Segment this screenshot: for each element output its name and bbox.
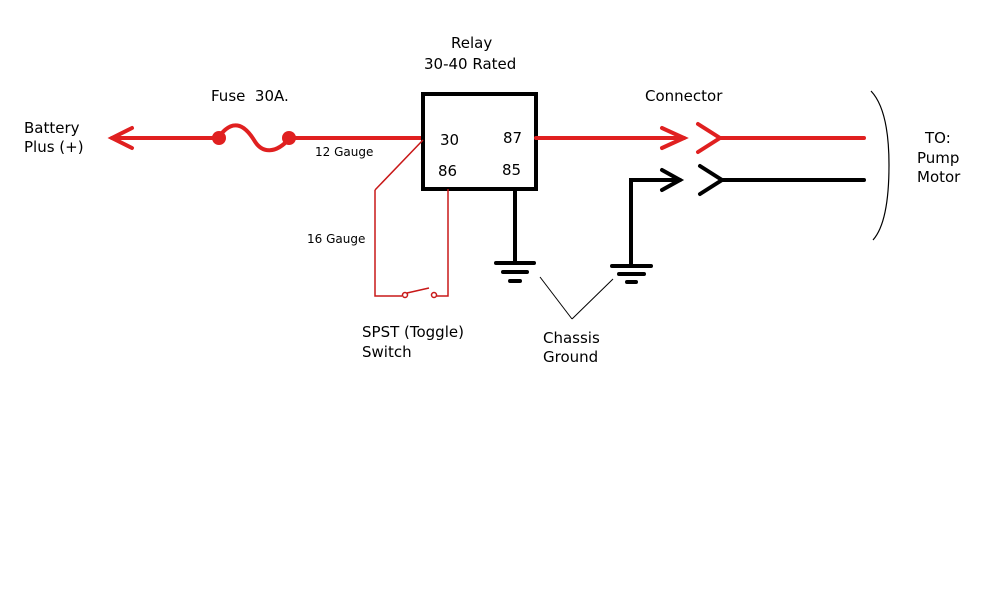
relay-pin-87: 87 — [503, 129, 522, 147]
battery-label-line2: Plus (+) — [24, 138, 84, 156]
ground-label-line2: Ground — [543, 348, 598, 366]
relay-box — [421, 92, 538, 191]
switch-label-line2: Switch — [362, 343, 412, 361]
gauge-16-label: 16 Gauge — [307, 232, 365, 246]
pump-motor-label-line3: Motor — [917, 168, 961, 186]
gauge-12-label: 12 Gauge — [315, 145, 373, 159]
ground-symbol-right — [610, 264, 653, 284]
ground-label-line1: Chassis — [543, 329, 600, 347]
relay-pin-86: 86 — [438, 162, 457, 180]
fuse-label: Fuse 30A. — [211, 87, 289, 105]
pump-motor-bracket — [870, 90, 890, 241]
motor-ground-wire — [629, 164, 866, 268]
fuse-symbol — [212, 123, 296, 153]
relay-pin-85: 85 — [502, 161, 521, 179]
battery-label-line1: Battery — [24, 119, 80, 137]
pump-motor-label-line1: TO: — [924, 129, 951, 147]
switch-circuit — [374, 139, 449, 299]
battery-wire — [107, 126, 425, 150]
pump-motor-label-line2: Pump — [917, 149, 959, 167]
ground-pointer-lines — [539, 276, 614, 320]
output-wire — [534, 122, 866, 154]
ground-symbol-left — [494, 261, 536, 283]
connector-label: Connector — [645, 87, 723, 105]
relay-label-line1: Relay — [451, 34, 492, 52]
relay-label-line2: 30-40 Rated — [424, 55, 516, 73]
switch-label-line1: SPST (Toggle) — [362, 323, 464, 341]
relay-pin-30: 30 — [440, 131, 459, 149]
